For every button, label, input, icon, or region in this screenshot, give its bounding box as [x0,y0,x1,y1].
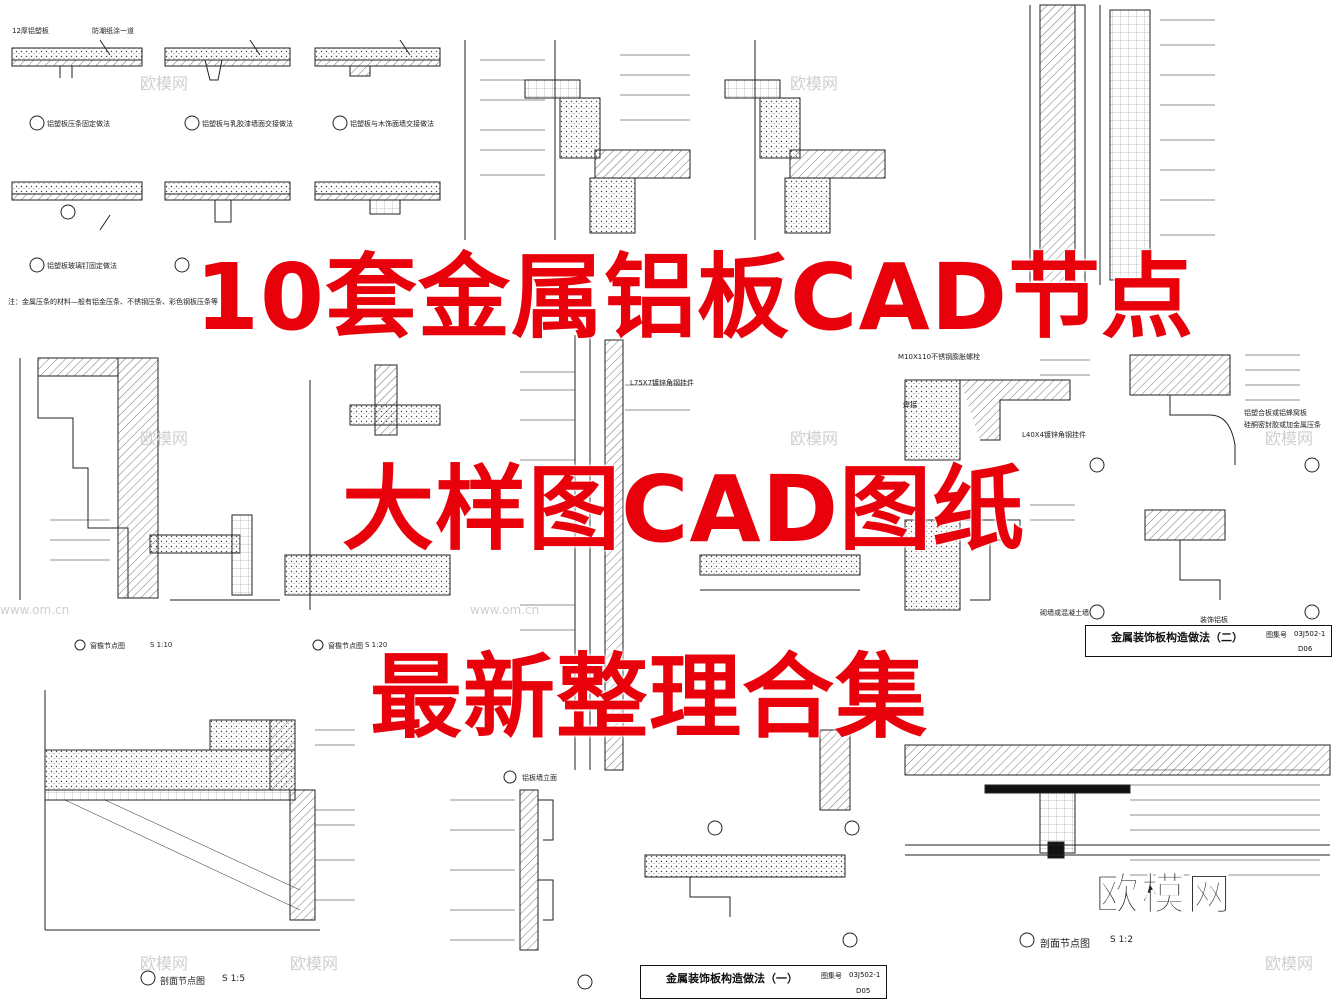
panel-window-eave-node [19,357,280,651]
panel-section-node-a [44,690,355,986]
title-block-2-title: 金属装饰板构造做法（二） [1111,631,1243,644]
headline-line-1: 10套金属铝板CAD节点 [195,244,1195,351]
caption-window-node-2: 窗檐节点图 [328,642,363,650]
watermark: 欧模网 [790,74,839,93]
label-l75-angle: L75X7镀锌角钢挂件 [630,379,695,387]
label-decor-aluminium: 装饰铝板 [1200,616,1228,624]
caption-scale-2: S 1:20 [365,641,388,649]
caption-scale-1: S 1:10 [150,641,173,649]
caption-detail-1: 铝塑板压条固定做法 [47,120,110,128]
label-l40-angle: L40X4镀锌角钢挂件 [1022,431,1087,439]
label-concrete-wall: 砌墙或混凝土墙 [1040,609,1089,617]
panel-section-node-b [904,744,1331,948]
caption-detail-4: 铝塑板玻璃钉固定做法 [47,262,117,270]
panel-curtain-wall-sections [464,40,886,240]
label-moisture-paper: 防潮纸涂一道 [92,27,134,35]
title-block-1-code: 03J502-1 [849,971,881,979]
caption-section-b-scale: S 1:2 [1110,935,1134,945]
label-m10-bolt: M10X110不锈钢膨胀螺栓 [898,353,981,361]
caption-wall-elevation: 铝板墙立面 [522,774,557,782]
panel-metal-decorative-nodes [904,354,1320,620]
label-weld: 焊接 [903,401,917,409]
panel-center-vertical-section [503,335,861,784]
title-block-1-page: D05 [856,987,871,995]
title-block-1: 金属装饰板构造做法（一） 图集号 03J502-1 D05 [640,965,887,999]
panel-eave-node-2 [231,364,451,651]
title-block-2-page: D06 [1298,645,1313,653]
label-honeycomb-panel: 铝塑合板或铝蜂窝板 [1244,409,1307,417]
watermark: 欧模网 [790,429,839,448]
watermark: www.om.cn [470,603,540,617]
title-block-2-code: 03J502-1 [1294,630,1326,638]
watermark: 欧模网 [140,429,189,448]
headline-line-2: 大样图CAD图纸 [342,456,1026,563]
caption-note: 注：金属压条的材料—般有铝金压条、不锈钢压条、彩色钢板压条等 [8,298,218,306]
caption-section-b: 剖面节点图 [1040,939,1090,950]
panel-wall-elevation-section [1029,4,1215,286]
caption-detail-3: 铝塑板与木饰面墙交接做法 [350,120,434,128]
brand-logo: 欧模网 [1095,869,1233,921]
label-12mm-aluminium-plastic: 12厚铝塑板 [12,27,49,35]
title-block-2: 金属装饰板构造做法（二） 图集号 03J502-1 D06 [1085,625,1332,657]
panel-metal-panel-detail-1 [450,729,860,990]
title-block-1-code-label: 图集号 [821,972,842,980]
watermark: www.om.cn [0,603,70,617]
watermark: 欧模网 [140,954,189,973]
caption-section-a-scale: S 1:5 [222,974,246,984]
watermark: 欧模网 [140,74,189,93]
caption-detail-2: 铝塑板与乳胶漆墙面交接做法 [202,120,293,128]
watermark: 欧模网 [290,954,339,973]
watermark: 欧模网 [1265,429,1314,448]
panel-aluminium-plastic-details [11,39,441,273]
label-sealant: 硅酮密封胶或加金属压条 [1244,421,1321,429]
caption-section-a: 剖面节点图 [160,977,206,987]
title-block-2-code-label: 图集号 [1266,631,1287,639]
caption-window-node-1: 窗檐节点图 [90,642,125,650]
watermark: 欧模网 [1265,954,1314,973]
title-block-1-title: 金属装饰板构造做法（一） [666,972,798,985]
headline-line-3: 最新整理合集 [370,644,929,751]
